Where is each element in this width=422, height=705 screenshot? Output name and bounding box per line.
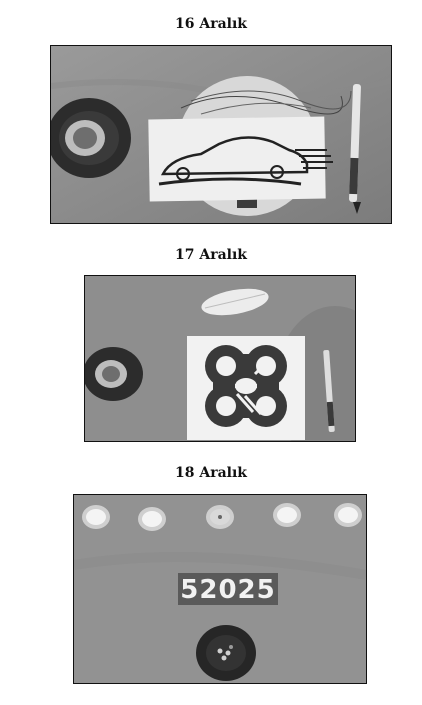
tea-light-icon: [273, 503, 301, 527]
photo-dec-16-scene: [51, 46, 391, 223]
photo-dec-18: 52025: [73, 494, 367, 684]
number-sign-plate: [178, 573, 278, 605]
caption-day-17: 17 Aralık: [174, 247, 247, 263]
car-drawing-paper: [148, 116, 333, 202]
symbol-paper: [187, 336, 305, 440]
car-outline-icon: [160, 136, 309, 176]
number-sign-text: 52025: [180, 575, 275, 605]
pen-icon: [349, 83, 361, 214]
photo-dec-17: [84, 275, 356, 442]
tea-light-icon: [206, 505, 234, 529]
photo-dec-17-scene: [85, 276, 355, 441]
tea-light-icon: [334, 503, 362, 527]
pen-icon: [323, 350, 335, 432]
feather-icon: [201, 288, 269, 316]
photo-dec-18-scene: 52025: [74, 495, 366, 683]
caption-day-16: 16 Aralık: [174, 16, 247, 32]
caption-day-18: 18 Aralık: [174, 465, 247, 481]
photo-dec-16: [50, 45, 392, 224]
candle-saucer-icon: [85, 347, 143, 401]
tea-light-icon: [82, 505, 110, 529]
saucer-with-beads-icon: [196, 625, 256, 681]
tea-light-icon: [138, 507, 166, 531]
candle-saucer-icon: [51, 98, 131, 178]
